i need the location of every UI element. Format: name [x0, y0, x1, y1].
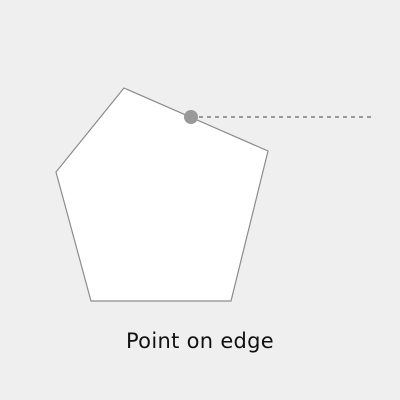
caption-label: Point on edge: [125, 329, 275, 353]
edge-point-marker: [184, 110, 198, 124]
pentagon-shape: [55, 87, 269, 302]
